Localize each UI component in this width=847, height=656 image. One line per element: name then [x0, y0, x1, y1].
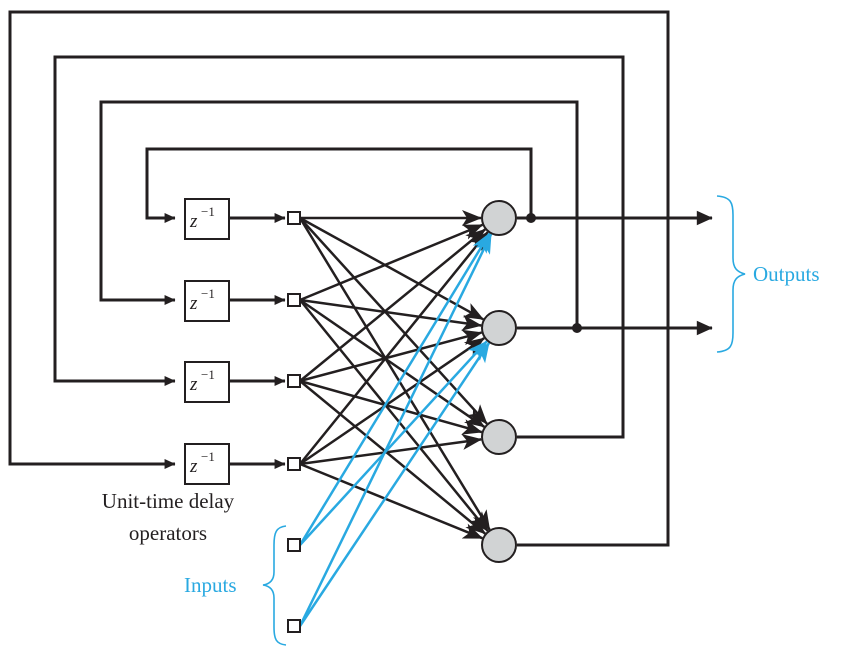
neuron-2	[481, 310, 517, 346]
delay-caption-line-1: Unit-time delay	[102, 489, 235, 513]
delay-exponent: −1	[201, 286, 215, 301]
neuron-4	[481, 527, 517, 563]
delay-symbol: z	[189, 211, 198, 232]
source-nodes	[287, 211, 301, 633]
feedback-loop-1	[145, 147, 533, 223]
outputs-label: Outputs	[753, 262, 820, 286]
source-node	[287, 211, 301, 225]
weight-link-1-4	[298, 217, 491, 531]
delay-operator: z −1	[184, 198, 230, 240]
delay-operator: z −1	[184, 443, 230, 485]
weight-link-3-3	[299, 379, 483, 435]
delay-operator: z −1	[184, 361, 230, 403]
delay-caption-line-2: operators	[129, 521, 207, 545]
weight-link-1-3	[299, 217, 488, 425]
neurons	[481, 200, 517, 563]
input-weight-connections	[298, 232, 493, 627]
input-link-2-2	[298, 342, 491, 627]
weight-link-2-1	[299, 223, 484, 302]
weight-link-2-2	[299, 298, 483, 331]
weight-link-1-2	[299, 216, 485, 321]
delay-box	[184, 280, 230, 322]
delay-box	[184, 361, 230, 403]
neuron-1	[481, 200, 517, 236]
junction-dot-2	[572, 323, 582, 333]
weight-link-4-2	[299, 337, 485, 466]
weight-link-4-4	[299, 462, 484, 540]
source-node	[287, 457, 301, 471]
source-node	[287, 293, 301, 307]
input-link-1-1	[298, 232, 491, 546]
delay-symbol: z	[189, 456, 198, 477]
weight-link-3-2	[299, 329, 483, 383]
weight-link-4-1	[299, 231, 489, 465]
weight-link-2-4	[299, 299, 489, 532]
feedback-loops	[8, 10, 670, 547]
weight-link-4-3	[299, 434, 483, 466]
output-lines	[517, 210, 713, 336]
delay-exponent: −1	[201, 367, 215, 382]
junction-dot-1	[526, 213, 536, 223]
outputs-brace	[716, 195, 746, 353]
weight-link-3-1	[299, 228, 486, 382]
input-node	[287, 538, 301, 552]
delay-box	[184, 198, 230, 240]
weight-link-3-4	[299, 380, 486, 535]
feedback-loop-3	[53, 55, 625, 439]
feedback-loop-4	[8, 10, 670, 547]
input-link-2-1	[298, 233, 493, 627]
hidden-weight-connections	[298, 210, 491, 540]
input-node	[287, 619, 301, 633]
delay-to-node-links	[229, 213, 286, 469]
feedback-loop-2	[99, 100, 579, 328]
delay-exponent: −1	[201, 204, 215, 219]
delay-operator: z −1	[184, 280, 230, 322]
source-node	[287, 374, 301, 388]
delay-exponent: −1	[201, 449, 215, 464]
delay-symbol: z	[189, 293, 198, 314]
delay-symbol: z	[189, 374, 198, 395]
weight-link-2-3	[299, 298, 486, 428]
inputs-brace	[262, 525, 287, 646]
input-link-1-2	[299, 340, 488, 546]
inputs-label: Inputs	[184, 573, 237, 597]
neuron-3	[481, 419, 517, 455]
delay-box	[184, 443, 230, 485]
